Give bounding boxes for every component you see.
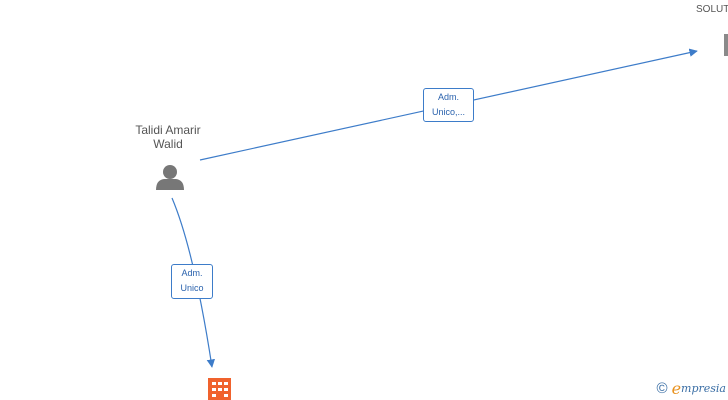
edge-label-top-line1: Adm. bbox=[437, 92, 459, 102]
copyright-symbol: © bbox=[656, 380, 668, 397]
company-name-top-right: SOLUT bbox=[696, 4, 728, 15]
edge-label-top-line2: Unico,... bbox=[431, 107, 465, 117]
person-icon[interactable] bbox=[156, 165, 184, 190]
edge-label-top[interactable]: Adm. Unico,... bbox=[423, 88, 474, 122]
brand-e: e bbox=[671, 379, 682, 398]
empresia-logo: © e mpresia bbox=[657, 381, 727, 397]
person-name-line1: Talidi Amarir bbox=[135, 123, 201, 137]
building-icon[interactable] bbox=[208, 378, 231, 400]
person-name: Talidi Amarir Walid bbox=[118, 123, 218, 151]
brand-rest: mpresia bbox=[681, 382, 726, 395]
person-name-line2: Walid bbox=[153, 137, 183, 151]
building-icon[interactable] bbox=[724, 34, 728, 56]
edge-label-bottom[interactable]: Adm. Unico bbox=[171, 264, 213, 299]
edge-label-bottom-line2: Unico bbox=[180, 283, 204, 293]
edge-label-bottom-line1: Adm. bbox=[181, 268, 203, 278]
